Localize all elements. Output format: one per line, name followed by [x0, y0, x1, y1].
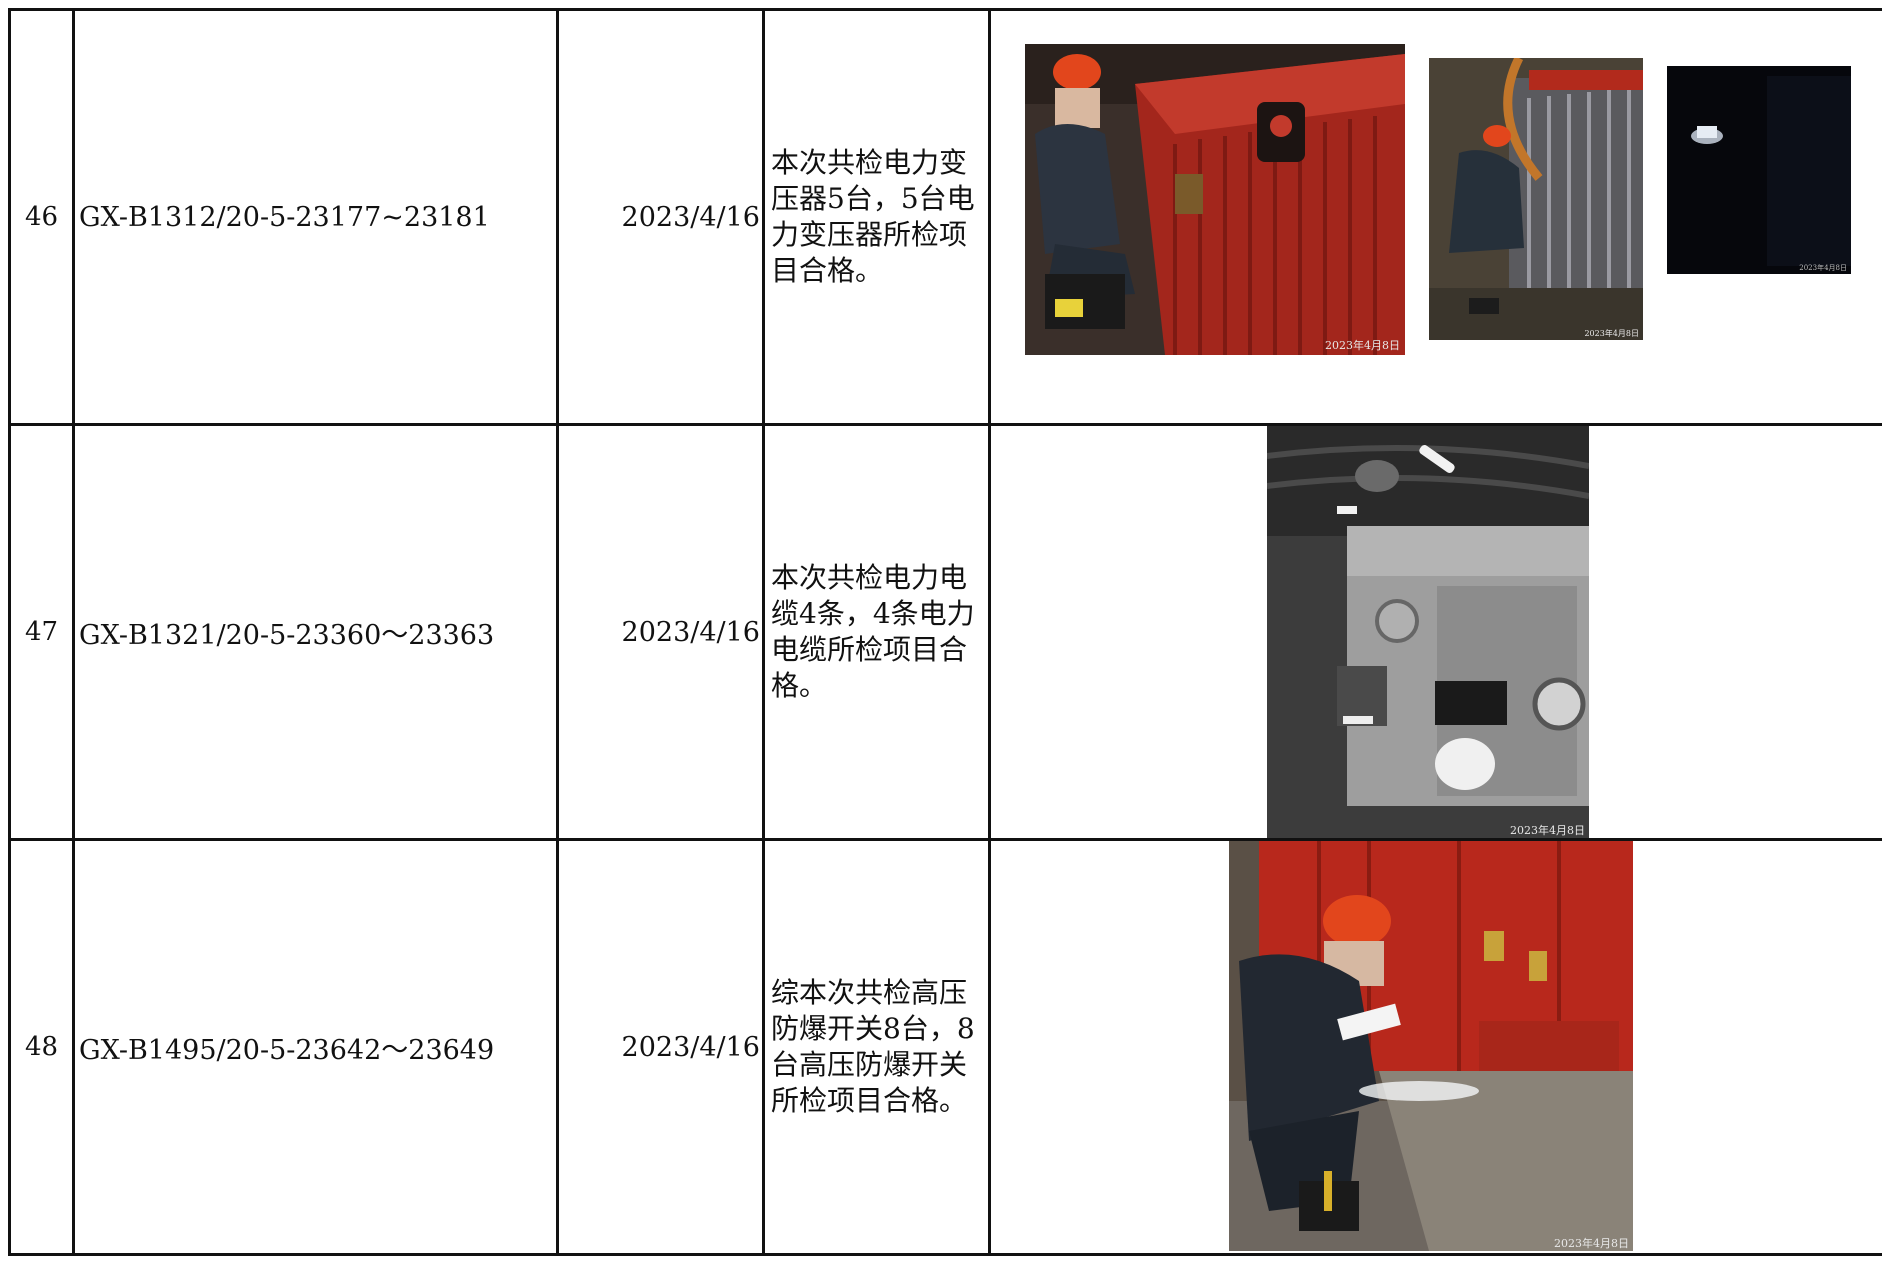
row-number: 46: [8, 8, 75, 426]
inspection-conclusion: 综本次共检高压防爆开关8台，8台高压防爆开关所检项目合格。: [762, 838, 991, 1256]
photo-cell: 2023年4月8日: [988, 8, 1882, 426]
table-row: 46 GX-B1312/20-5-23177~23181 2023/4/16 本…: [8, 8, 1882, 426]
table-row: 48 GX-B1495/20-5-23642～23649 2023/4/16 综…: [8, 838, 1882, 1256]
inspection-date: 2023/4/16: [556, 8, 765, 426]
inspection-conclusion: 本次共检电力变压器5台，5台电力变压器所检项目合格。: [762, 8, 991, 426]
row-number: 47: [8, 423, 75, 841]
inspection-date: 2023/4/16: [556, 838, 765, 1256]
photo-date-stamp: 2023年4月8日: [1799, 263, 1847, 272]
inspection-date: 2023/4/16: [556, 423, 765, 841]
inspection-conclusion: 本次共检电力电缆4条，4条电力电缆所检项目合格。: [762, 423, 991, 841]
photo-date-stamp: 2023年4月8日: [1510, 823, 1585, 837]
photo-date-stamp: 2023年4月8日: [1325, 338, 1400, 352]
photo-transformer-side-inspection: 2023年4月8日: [1429, 58, 1643, 340]
photo-date-stamp: 2023年4月8日: [1554, 1236, 1629, 1250]
photo-transformer-inspection: 2023年4月8日: [1025, 44, 1405, 355]
photo-cell: 2023年4月8日: [988, 838, 1882, 1256]
row-number: 48: [8, 838, 75, 1256]
report-id: GX-B1495/20-5-23642～23649: [72, 838, 559, 1256]
photo-cable-switch-inspection: 2023年4月8日: [1267, 426, 1589, 838]
photo-cell: 2023年4月8日: [988, 423, 1882, 841]
table-row: 47 GX-B1321/20-5-23360～23363 2023/4/16 本…: [8, 423, 1882, 841]
photo-dark-inspection: 2023年4月8日: [1667, 66, 1851, 274]
photo-date-stamp: 2023年4月8日: [1584, 328, 1639, 338]
photo-explosion-proof-switch-inspection: 2023年4月8日: [1229, 841, 1633, 1251]
report-id: GX-B1312/20-5-23177~23181: [72, 8, 559, 426]
report-id: GX-B1321/20-5-23360～23363: [72, 423, 559, 841]
inspection-table: 46 GX-B1312/20-5-23177~23181 2023/4/16 本…: [8, 8, 1882, 1256]
